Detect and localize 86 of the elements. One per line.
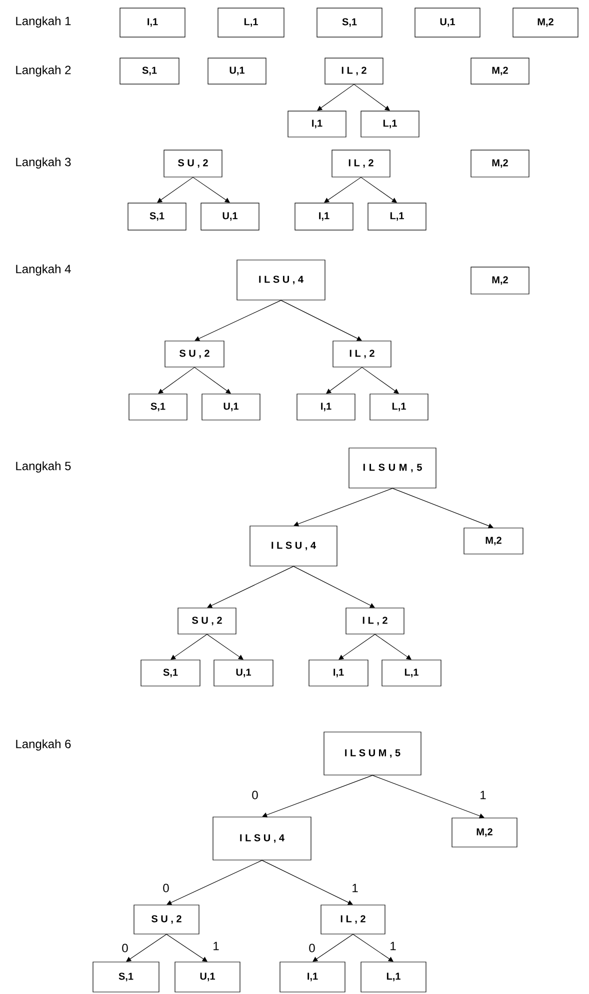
arrow <box>362 367 399 394</box>
arrow <box>352 934 394 962</box>
tree-node-box: S,1 <box>120 58 180 84</box>
arrow <box>360 177 397 203</box>
arrow <box>326 367 362 394</box>
tree-node-box: S,1 <box>140 660 200 686</box>
tree-node-box: I,1 <box>296 394 356 420</box>
arrow <box>280 300 362 341</box>
tree-node-box: U,1 <box>208 58 266 84</box>
tree-node-box: M,2 <box>470 58 530 84</box>
arrow <box>262 775 373 818</box>
tree-node-box: I,1 <box>280 962 346 992</box>
tree-node-box: I,1 <box>120 8 186 38</box>
tree-node-box: M,2 <box>452 818 518 848</box>
tree-node-box: U,1 <box>200 202 260 230</box>
tree-node-box: M,2 <box>512 8 578 38</box>
edge-label: 0 <box>120 942 130 954</box>
tree-node-box: L,1 <box>382 660 442 686</box>
tree-node-box: S U , 2 <box>134 904 200 934</box>
tree-node-box: L,1 <box>368 202 426 230</box>
step-label: Langkah 2 <box>16 65 71 77</box>
tree-node-box: I L , 2 <box>324 58 384 84</box>
step-label: Langkah 3 <box>16 157 71 169</box>
step-label: Langkah 1 <box>16 16 71 28</box>
tree-node-box: M,2 <box>470 150 530 178</box>
edge-label: 1 <box>388 940 398 952</box>
step-label: Langkah 5 <box>16 461 71 473</box>
tree-node-box: L,1 <box>370 394 428 420</box>
arrow <box>294 488 393 526</box>
tree-node-box: I L , 2 <box>332 150 390 178</box>
arrow <box>194 300 282 341</box>
edge-label: 0 <box>162 882 170 894</box>
tree-node-box: U,1 <box>202 394 260 420</box>
arrow <box>166 860 262 905</box>
tree-node-box: S U , 2 <box>164 150 222 178</box>
arrow <box>192 177 230 203</box>
tree-node-box: M,2 <box>470 266 530 294</box>
tree-node-box: M,2 <box>464 528 524 554</box>
tree-node-box: I L S U , 4 <box>212 816 312 860</box>
step-label: Langkah 6 <box>16 739 71 751</box>
tree-node-box: I L , 2 <box>320 904 386 934</box>
arrow <box>317 84 354 111</box>
arrow <box>126 934 167 962</box>
arrow <box>207 566 294 608</box>
arrow <box>374 634 412 660</box>
arrow <box>157 177 194 203</box>
tree-node-box: I L S U , 4 <box>250 526 338 566</box>
tree-node-box: S,1 <box>128 202 186 230</box>
arrow <box>206 634 244 660</box>
tree-node-box: I L S U M , 5 <box>324 732 422 776</box>
tree-node-box: S,1 <box>92 962 160 992</box>
edge-label: 1 <box>350 882 360 894</box>
tree-node-box: U,1 <box>414 8 480 38</box>
tree-node-box: I,1 <box>288 110 346 138</box>
arrow <box>354 84 390 111</box>
edge-label: 0 <box>308 942 316 954</box>
tree-node-box: S U , 2 <box>178 608 236 634</box>
tree-node-box: I L , 2 <box>332 340 392 368</box>
tree-node-box: I,1 <box>308 660 368 686</box>
tree-node-box: I,1 <box>294 202 354 230</box>
edge-label: 1 <box>478 790 488 800</box>
tree-node-box: L,1 <box>360 962 426 992</box>
arrow <box>338 634 376 660</box>
edge-label: 0 <box>250 790 260 800</box>
tree-node-box: I L S U , 4 <box>236 260 326 300</box>
tree-node-box: S,1 <box>128 394 188 420</box>
tree-node-box: I L S U M , 5 <box>348 448 436 488</box>
arrow <box>158 367 195 394</box>
step-label: Langkah 4 <box>16 264 71 276</box>
tree-node-box: L,1 <box>218 8 284 38</box>
tree-node-box: I L , 2 <box>346 608 404 634</box>
arrow <box>392 488 494 528</box>
edge-label: 1 <box>212 940 220 952</box>
arrow <box>166 934 208 962</box>
arrow <box>170 634 208 660</box>
tree-node-box: S,1 <box>316 8 382 38</box>
tree-node-box: U,1 <box>174 962 240 992</box>
arrow <box>372 775 484 818</box>
arrow <box>194 367 231 394</box>
arrow <box>312 934 354 962</box>
arrow <box>324 177 362 203</box>
tree-node-box: L,1 <box>360 110 420 138</box>
tree-node-box: S U , 2 <box>164 340 224 368</box>
tree-node-box: U,1 <box>214 660 274 686</box>
arrow <box>293 566 375 608</box>
arrow <box>262 860 353 905</box>
